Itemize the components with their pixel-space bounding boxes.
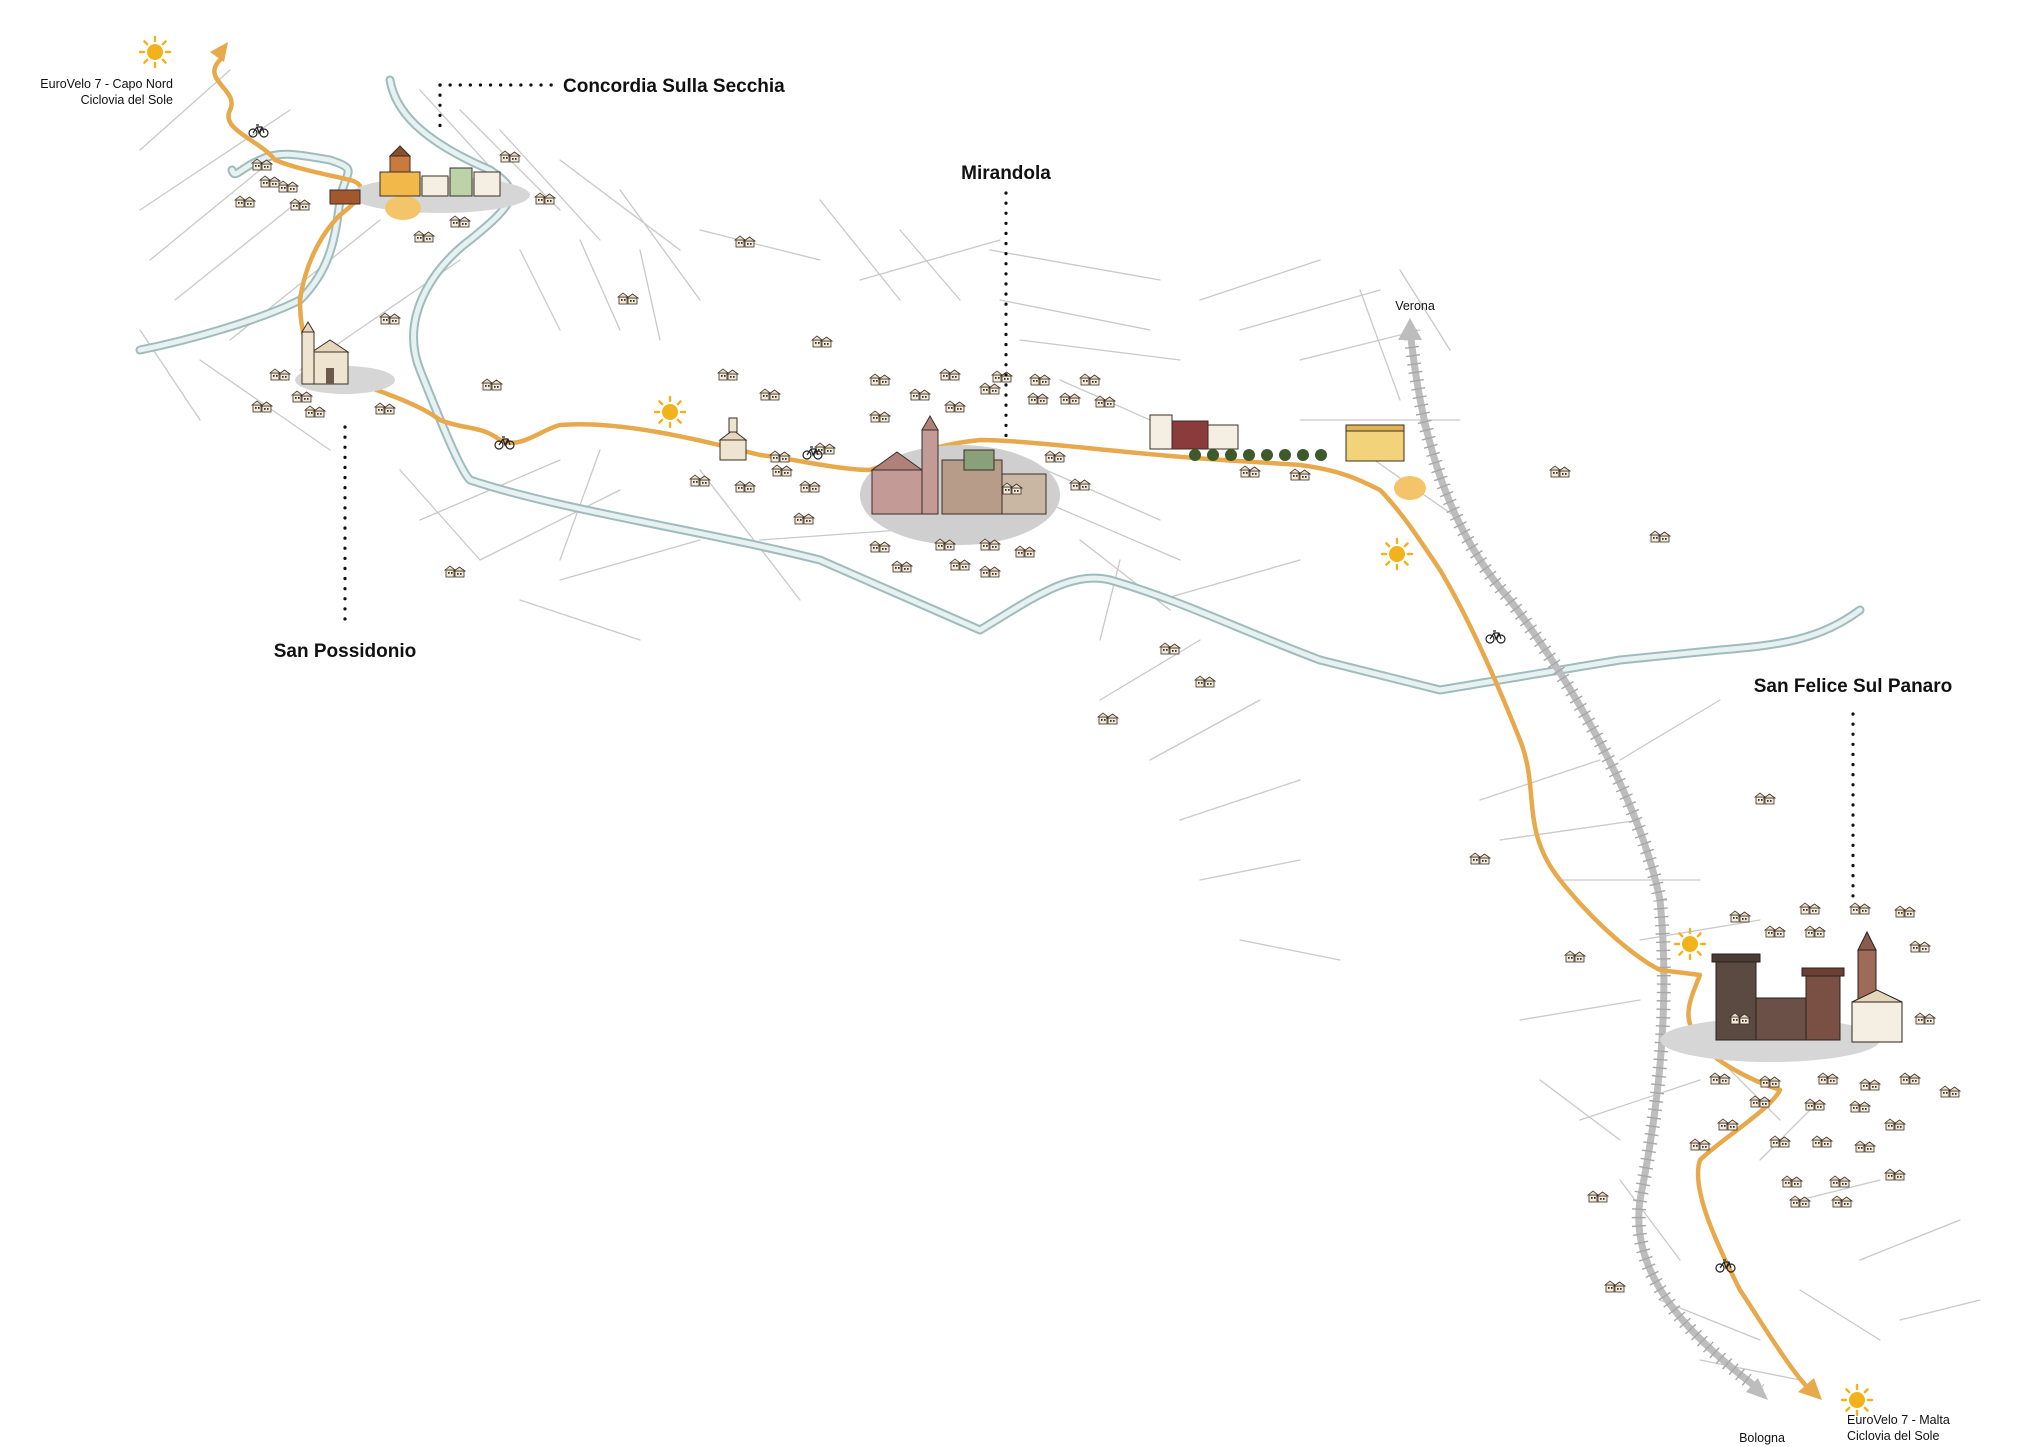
mirandola-east-buildings <box>1149 414 1405 462</box>
river-canal <box>385 75 1865 695</box>
sun-icon <box>138 35 172 69</box>
bicycle-icon <box>1485 630 1506 644</box>
town-label-san-possidonio: San Possidonio <box>274 641 417 662</box>
arrow-icon <box>1798 1378 1822 1400</box>
eurovelo-south-line1: EuroVelo 7 - Malta <box>1847 1413 1950 1427</box>
church-icon <box>301 321 350 385</box>
arrow-icon <box>1746 1378 1768 1400</box>
eurovelo-north-line2: Ciclovia del Sole <box>81 93 173 107</box>
castle-icon <box>870 414 1047 515</box>
sun-icon <box>653 395 687 429</box>
town-label-concordia: Concordia Sulla Secchia <box>563 76 785 97</box>
railway <box>1398 318 1768 1400</box>
house-clusters <box>234 150 1961 1293</box>
eurovelo-south-line2: Ciclovia del Sole <box>1847 1429 1939 1443</box>
bicycle-icon-group <box>248 124 1736 1273</box>
direction-label-bologna: Bologna <box>1739 1431 1785 1445</box>
sun-icon <box>1380 537 1414 571</box>
concordia-buildings <box>329 145 501 205</box>
town-label-mirandola: Mirandola <box>961 163 1051 184</box>
eurovelo-north-line1: EuroVelo 7 - Capo Nord <box>40 77 173 91</box>
arrow-icon <box>210 42 228 62</box>
direction-label-verona: Verona <box>1395 299 1435 313</box>
cycle-route <box>210 42 1822 1400</box>
town-label-san-felice: San Felice Sul Panaro <box>1754 676 1953 697</box>
church-icon <box>718 417 748 461</box>
label-leaders <box>343 83 1855 904</box>
tower-icon <box>1851 930 1903 1043</box>
tree-row <box>1189 449 1327 461</box>
castle-icon <box>1711 953 1845 1041</box>
town-areas <box>295 177 1880 1062</box>
sun-icon <box>1840 1383 1874 1417</box>
street-network <box>139 69 1981 1381</box>
arrow-icon <box>1398 318 1422 340</box>
sun-icon <box>1673 927 1707 961</box>
